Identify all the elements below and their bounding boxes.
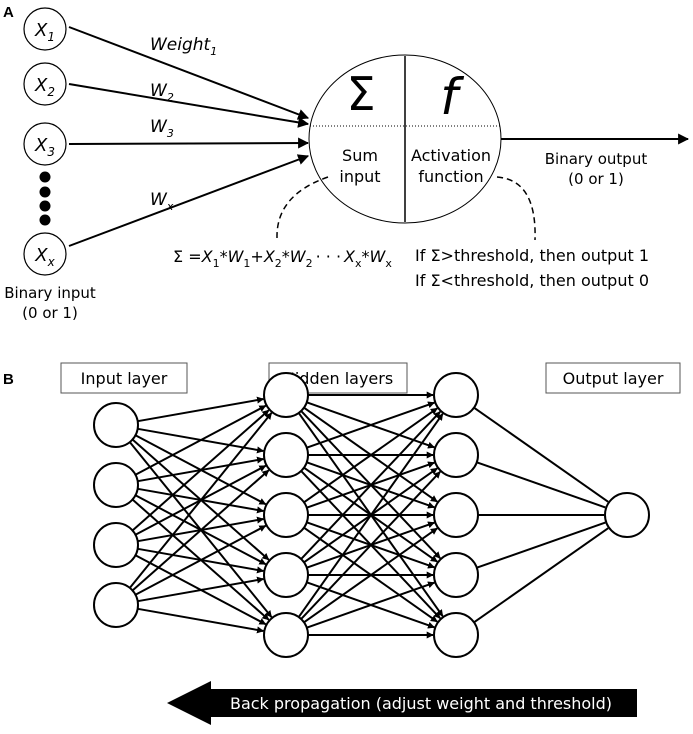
weight-label-1: Weight1 [150, 35, 217, 58]
network-node-hidden2-3 [433, 492, 479, 538]
binary-input-label: Binary input [4, 284, 96, 302]
output-layer-box: Output layer [545, 362, 681, 394]
network-node-hidden2-4 [433, 552, 479, 598]
network-edge-l2-0-0 [473, 406, 609, 503]
network-connections [129, 391, 609, 639]
panel-a-label: A [3, 4, 14, 21]
network-edge-l1-4-3 [306, 581, 435, 629]
network-nodes [93, 372, 650, 658]
network-edge-l1-4-0 [297, 413, 444, 618]
svg-text:X3: X3 [34, 135, 55, 159]
input-node-xx: Xx [23, 232, 67, 276]
network-node-hidden2-1 [433, 372, 479, 418]
network-node-input-1 [93, 402, 139, 448]
network-edge-l1-2-0 [303, 407, 438, 504]
threshold-rule-2: If Σ<threshold, then output 0 [415, 271, 649, 290]
network-node-hidden1-4 [263, 552, 309, 598]
back-propagation-arrow: Back propagation (adjust weight and thre… [167, 681, 637, 725]
connection-x2 [68, 83, 310, 128]
network-edge-l2-4-0 [473, 527, 609, 624]
sum-input-label-2: input [339, 167, 380, 186]
network-edge-l0-3-3 [137, 576, 265, 603]
output-layer-label: Output layer [563, 369, 664, 388]
network-edge-l2-3-0 [476, 521, 606, 569]
network-edge-l1-1-0 [306, 401, 435, 449]
back-propagation-label: Back propagation (adjust weight and thre… [230, 694, 612, 713]
network-node-hidden2-2 [433, 432, 479, 478]
activation-label-2: function [418, 167, 483, 186]
network-edge-l0-3-4 [137, 607, 265, 634]
network-node-hidden2-5 [433, 612, 479, 658]
svg-text:Xx: Xx [34, 245, 55, 269]
binary-input-range: (0 or 1) [22, 304, 78, 322]
weight-label-2: W2 [150, 81, 174, 104]
input-node-x3: X3 [23, 122, 67, 166]
network-node-hidden1-2 [263, 432, 309, 478]
network-edge-l1-4-1 [300, 471, 441, 620]
input-layer-box: Input layer [60, 362, 188, 394]
network-node-hidden1-5 [263, 612, 309, 658]
weight-label-x: Wx [150, 190, 174, 213]
network-node-hidden1-1 [263, 372, 309, 418]
weight-label-3: W3 [150, 117, 174, 140]
binary-output-label: Binary output [545, 150, 648, 168]
panel-b-label: B [3, 371, 14, 388]
input-connections [68, 26, 310, 247]
input-node-x1: X1 [23, 7, 67, 51]
input-node-x2: X2 [23, 62, 67, 106]
network-edge-l0-3-1 [131, 469, 270, 592]
hidden-layers-label: Hidden layers [283, 369, 393, 388]
network-node-hidden1-3 [263, 492, 309, 538]
neuron: Σ f Sum input Activation function [308, 54, 502, 224]
network-edge-l0-3-2 [134, 524, 267, 596]
network-edge-l1-4-2 [303, 527, 438, 624]
network-edge-l1-3-0 [300, 411, 441, 560]
binary-output-range: (0 or 1) [568, 170, 624, 188]
network-edge-l0-2-0 [131, 409, 270, 532]
threshold-rule-1: If Σ>threshold, then output 1 [415, 246, 649, 265]
connection-xx [68, 154, 310, 247]
ellipsis-dots [39, 171, 51, 226]
network-node-output-1 [604, 492, 650, 538]
network-node-input-3 [93, 522, 139, 568]
network-edge-l2-1-0 [476, 461, 606, 509]
network-edge-l0-0-0 [137, 396, 265, 423]
network-node-input-2 [93, 462, 139, 508]
activation-label: Activation [411, 146, 491, 165]
sum-symbol: Σ [346, 67, 375, 121]
svg-text:X2: X2 [34, 75, 55, 99]
sum-input-label: Sum [342, 146, 378, 165]
sum-callout-line [276, 176, 329, 239]
connection-x3 [68, 137, 310, 149]
svg-text:X1: X1 [34, 20, 55, 44]
network-edge-l0-3-0 [129, 412, 273, 589]
network-edge-l0-1-0 [134, 404, 267, 476]
sum-formula: Σ =X1*W1+X2*W2· · ·Xx*Wx [173, 247, 392, 270]
activation-callout-line [496, 176, 536, 241]
network-node-input-4 [93, 582, 139, 628]
connection-x1 [68, 26, 310, 120]
input-layer-label: Input layer [81, 369, 168, 388]
